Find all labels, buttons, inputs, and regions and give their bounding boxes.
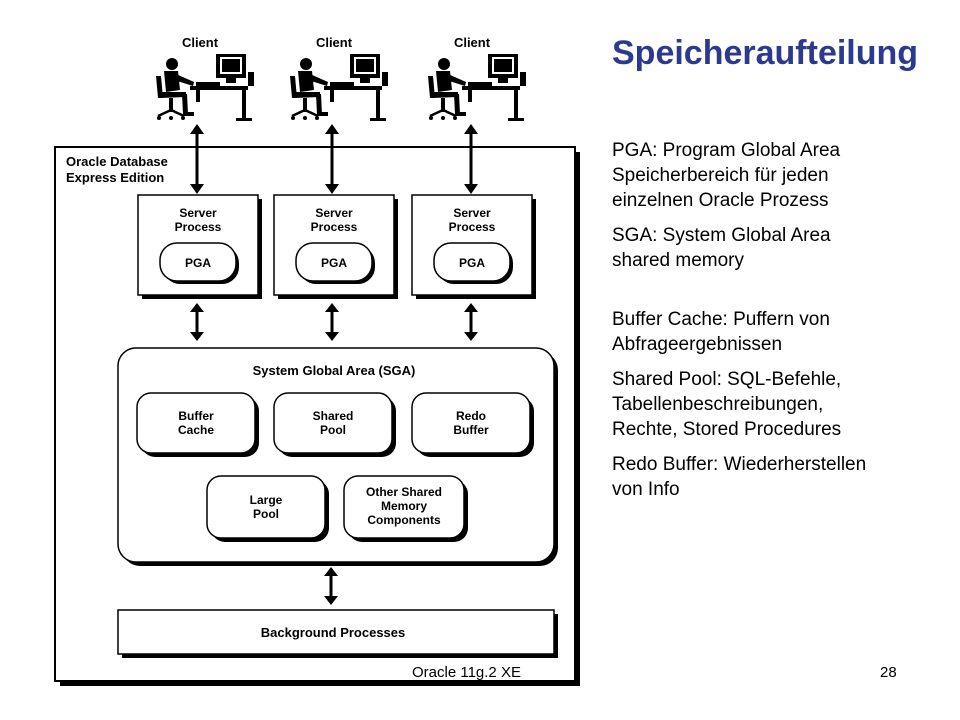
redo-buffer-label: Buffer [453,423,489,437]
client-label: Client [182,35,219,50]
note-sga: SGA: System Global Area shared memory [612,223,952,273]
pga-label: PGA [321,256,347,270]
architecture-diagram: Client Client Client Oracle Database Exp… [54,35,580,686]
client-label: Client [316,35,353,50]
note-line: Speicherbereich für jeden [612,165,829,186]
client-label: Client [454,35,491,50]
notes-list: PGA: Program Global Area Speicherbereich… [612,138,952,512]
other-shared-memory-label: Components [367,513,441,527]
note-line: SGA: System Global Area [612,225,831,246]
other-shared-memory-label: Memory [381,499,427,513]
server-process-1: Server Process PGA [137,194,262,299]
buffer-cache-label: Cache [178,423,214,437]
pga-box [433,242,511,282]
redo-buffer-label: Redo [456,409,486,423]
client-2: Client [288,35,390,123]
server-process-label: Server [179,206,217,220]
server-process-label: Process [175,220,222,234]
client-server-arrow-3 [464,124,478,194]
shared-pool-label: Pool [320,423,346,437]
client-server-arrow-1 [190,124,204,194]
note-line: shared memory [612,250,744,271]
other-shared-memory-box: Other Shared Memory Components [343,475,468,542]
client-3: Client [426,35,528,123]
background-processes-box: Background Processes [117,609,558,658]
large-pool-label: Large [250,493,283,507]
note-buffer-cache: Buffer Cache: Puffern von Abfrageergebni… [612,307,952,357]
page-number: 28 [880,664,897,681]
note-line: Abfrageergebnissen [612,334,783,355]
footer-left: Oracle 11g.2 XE [412,664,521,681]
pga-box [159,242,237,282]
note-line: einzelnen Oracle Prozess [612,190,829,211]
server-sga-arrow-1 [190,303,204,341]
server-sga-arrow-3 [464,303,478,341]
note-pga: PGA: Program Global Area Speicherbereich… [612,138,952,213]
note-shared-pool: Shared Pool: SQL-Befehle, Tabellenbeschr… [612,367,952,442]
other-shared-memory-label: Other Shared [366,485,442,499]
server-process-label: Process [449,220,496,234]
server-sga-arrow-2 [325,303,339,341]
client-1: Client [154,35,256,123]
client-server-arrow-2 [325,124,339,194]
note-line: von Info [612,479,680,500]
server-process-label: Server [453,206,491,220]
note-redo-buffer: Redo Buffer: Wiederherstellen von Info [612,452,952,502]
slide-title: Speicheraufteilung [612,34,919,72]
database-label-line2: Express Edition [66,170,164,185]
server-process-2: Server Process PGA [273,194,398,299]
large-pool-box: Large Pool [206,475,329,542]
server-process-label: Server [315,206,353,220]
large-pool-label: Pool [253,507,279,521]
buffer-cache-label: Buffer [178,409,214,423]
redo-buffer-box: Redo Buffer [411,392,534,457]
pga-label: PGA [459,256,485,270]
client-computer-icon [288,52,390,123]
server-process-label: Process [311,220,358,234]
note-line: Redo Buffer: Wiederherstellen [612,454,867,475]
buffer-cache-box: Buffer Cache [136,392,259,457]
pga-box [295,242,373,282]
note-line: Buffer Cache: Puffern von [612,309,830,330]
server-process-3: Server Process PGA [411,194,536,299]
database-label-line1: Oracle Database [66,154,168,169]
client-computer-icon [426,52,528,123]
pga-label: PGA [185,256,211,270]
note-line: Rechte, Stored Procedures [612,419,842,440]
background-processes-label: Background Processes [261,625,406,640]
sga-label: System Global Area (SGA) [253,363,416,378]
shared-pool-label: Shared [313,409,354,423]
client-computer-icon [154,52,256,123]
note-line: Shared Pool: SQL-Befehle, [612,369,842,390]
note-line: Tabellenbeschreibungen, [612,394,824,415]
note-line: PGA: Program Global Area [612,140,841,161]
sga-background-arrow [324,567,338,605]
shared-pool-box: Shared Pool [273,392,396,457]
